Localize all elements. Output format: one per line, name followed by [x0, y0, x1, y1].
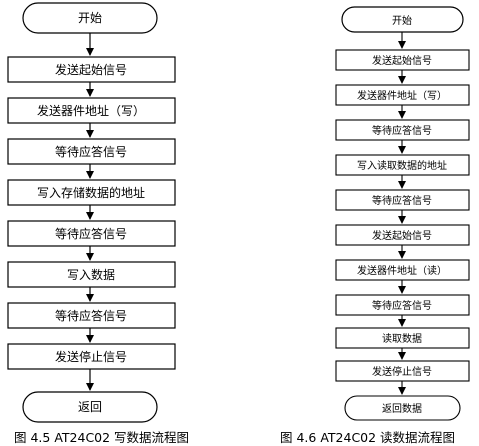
- read-figure-caption: 图 4.6 AT24C02 读数据流程图: [280, 430, 456, 445]
- write-step-box: [7, 343, 176, 370]
- read-flowchart: 开始 发送起始信号 发送器件地址（写） 等待应答信号 写入读取数据的地址 等待应…: [335, 6, 470, 421]
- read-start-label: 开始: [392, 14, 412, 27]
- write-step-label: 写入数据: [67, 267, 115, 282]
- write-figure-caption: 图 4.5 AT24C02 写数据流程图: [14, 430, 190, 445]
- read-step-label: 发送起始信号: [372, 229, 432, 242]
- read-end-terminal: [344, 395, 461, 421]
- write-step-box: [7, 97, 176, 124]
- write-step-box: [7, 302, 176, 329]
- write-step-label: 等待应答信号: [55, 144, 127, 159]
- read-step-label: 发送器件地址（写）: [357, 89, 447, 102]
- write-step-box: [7, 261, 176, 288]
- write-end-label: 返回: [78, 400, 102, 414]
- write-step-label: 发送停止信号: [55, 349, 127, 364]
- read-step-label: 等待应答信号: [372, 299, 432, 312]
- write-flowchart: 开始 发送起始信号 发送器件地址（写） 等待应答信号 写入存储数据的地址 等待应…: [7, 2, 176, 423]
- write-end-terminal: [22, 391, 158, 423]
- read-step-label: 发送停止信号: [372, 365, 432, 378]
- read-step-label: 等待应答信号: [372, 124, 432, 137]
- write-step-label: 发送起始信号: [55, 62, 127, 77]
- write-step-label: 写入存储数据的地址: [37, 185, 145, 200]
- write-step-box: [7, 220, 176, 247]
- write-step-label: 发送器件地址（写）: [37, 103, 145, 118]
- write-step-box: [7, 56, 176, 83]
- read-end-label: 返回数据: [382, 402, 422, 415]
- read-step-label: 等待应答信号: [372, 194, 432, 207]
- read-step-label: 发送起始信号: [372, 54, 432, 67]
- write-start-label: 开始: [78, 11, 102, 25]
- read-step-label: 写入读取数据的地址: [357, 159, 447, 172]
- write-step-label: 等待应答信号: [55, 308, 127, 323]
- read-step-label: 发送器件地址（读）: [357, 264, 447, 277]
- write-step-box: [7, 179, 176, 206]
- read-step-label: 读取数据: [382, 332, 422, 345]
- write-step-label: 等待应答信号: [55, 226, 127, 241]
- write-step-box: [7, 138, 176, 165]
